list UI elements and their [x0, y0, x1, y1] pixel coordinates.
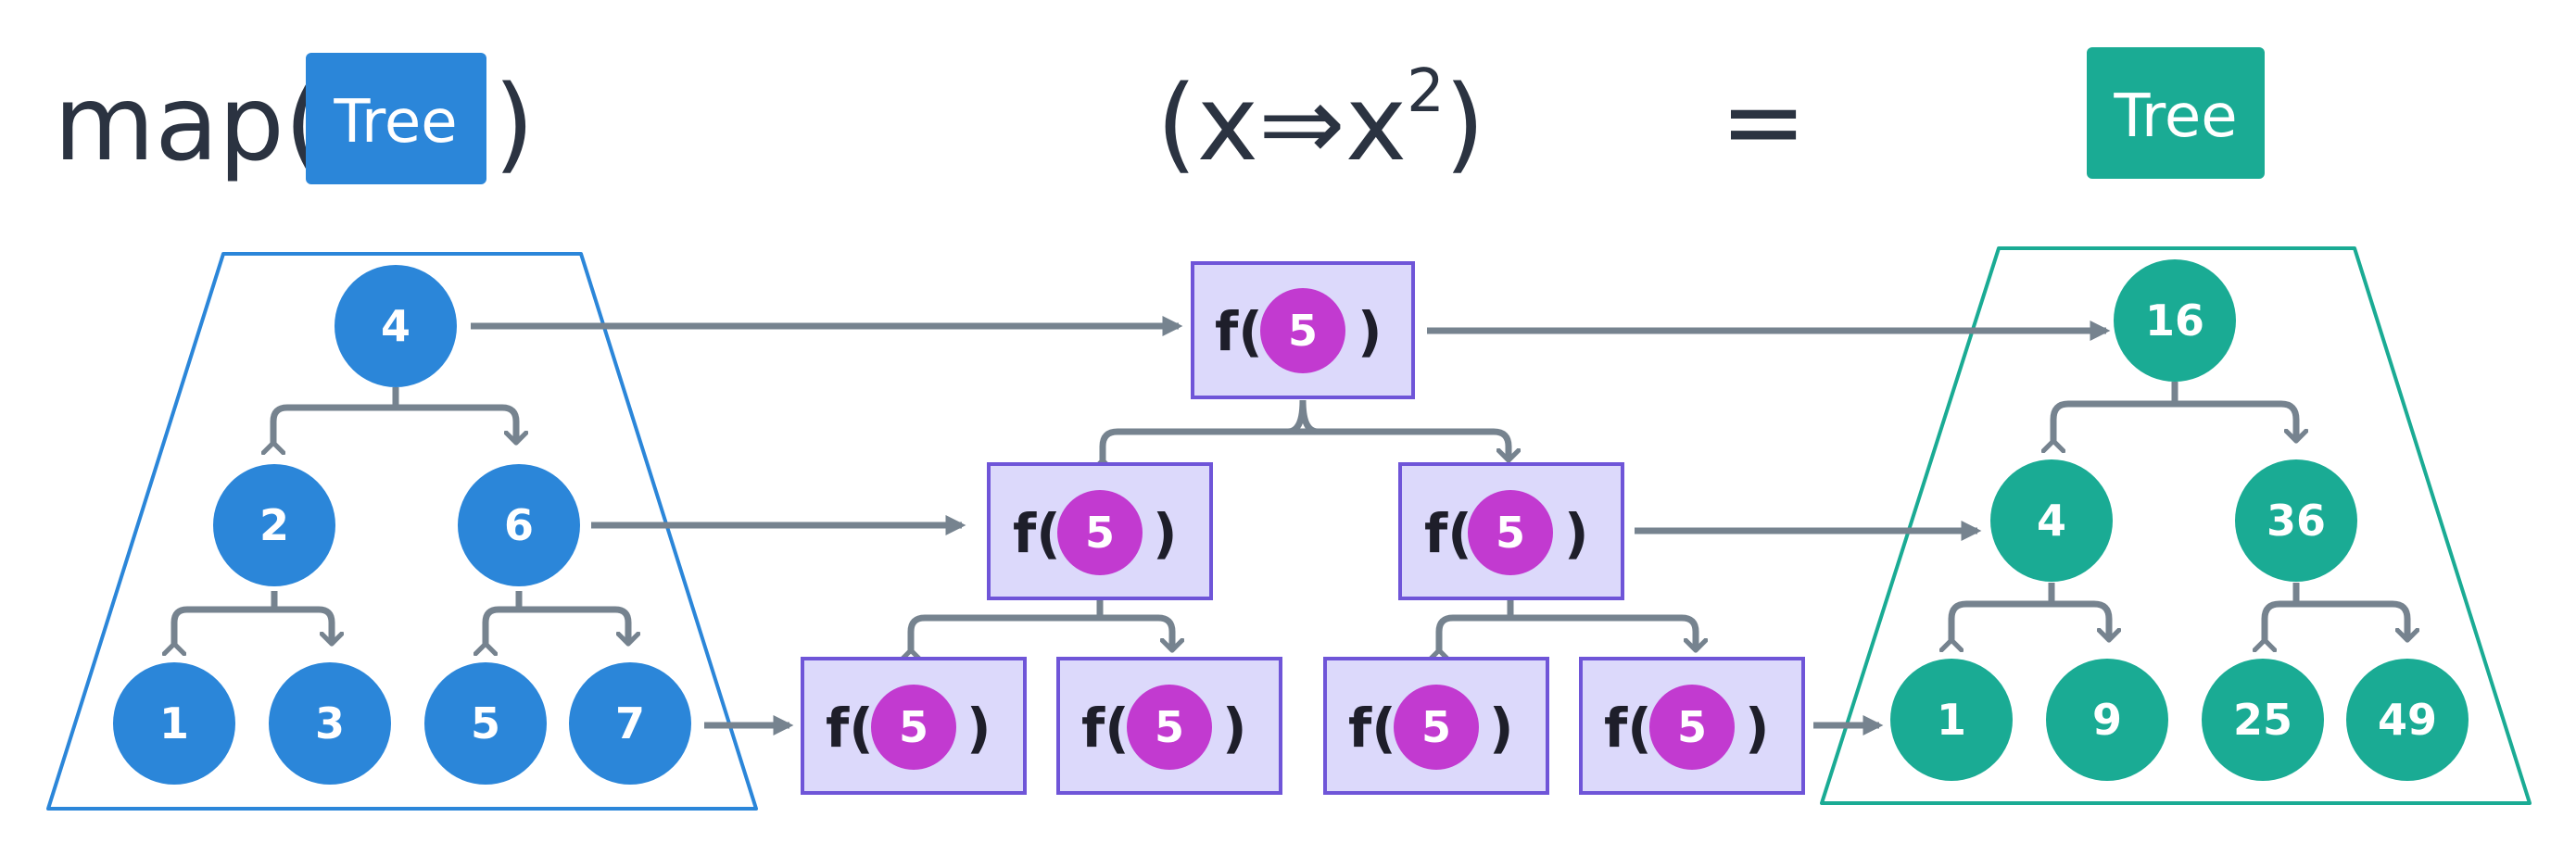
- lambda-body: (x⇒x: [1156, 64, 1407, 184]
- input-node-leaf: [113, 662, 235, 785]
- func-prefix: f(: [1215, 300, 1263, 363]
- output-node-leaf: [2046, 659, 2168, 781]
- func-arg-circle: [1649, 685, 1735, 770]
- func-prefix: f(: [826, 697, 874, 760]
- map-label: map(: [54, 64, 325, 184]
- func-suffix: ): [1357, 300, 1383, 363]
- func-prefix: f(: [1604, 697, 1652, 760]
- input-node-leaf-label: 5: [471, 698, 500, 748]
- func-box-root: [1191, 261, 1415, 399]
- input-node-leaf: [269, 662, 391, 785]
- input-node-root: [335, 265, 457, 387]
- input-node-level2-label: 6: [504, 500, 534, 550]
- func-suffix: ): [1222, 697, 1247, 760]
- input-tree-tag-label: Tree: [333, 88, 457, 157]
- func-suffix: ): [1153, 502, 1178, 565]
- func-arg: 5: [1677, 702, 1707, 752]
- func-arg-circle: [1394, 685, 1479, 770]
- lambda-exponent: 2: [1407, 57, 1445, 126]
- lambda-expression: (x⇒x2): [1156, 57, 1485, 184]
- output-node-leaf-label: 9: [2092, 695, 2122, 745]
- func-arg-circle: [1260, 288, 1345, 373]
- func-arg-circle: [1127, 685, 1212, 770]
- input-branch-right: [486, 606, 628, 644]
- output-node-leaf-label: 25: [2233, 695, 2292, 745]
- output-node-leaf: [1890, 659, 2013, 781]
- input-node-root-label: 4: [381, 301, 410, 351]
- input-node-leaf-label: 1: [159, 698, 189, 748]
- func-suffix: ): [1489, 697, 1514, 760]
- func-prefix: f(: [1013, 502, 1061, 565]
- equals-sign: =: [1720, 62, 1807, 182]
- output-node-root: [2114, 259, 2236, 382]
- input-node-leaf: [424, 662, 547, 785]
- input-node-leaf: [569, 662, 691, 785]
- output-node-leaf-label: 1: [1937, 695, 1966, 745]
- func-arg: 5: [1155, 702, 1184, 752]
- output-node-level2: [1990, 459, 2113, 582]
- func-arg: 5: [1288, 306, 1318, 356]
- output-node-leaf-label: 49: [2378, 695, 2437, 745]
- func-branch-root-stem: [1287, 399, 1319, 435]
- output-branch-root: [2053, 400, 2296, 441]
- func-branch-left: [911, 614, 1172, 650]
- input-node-leaf-label: 3: [315, 698, 345, 748]
- func-arg: 5: [1421, 702, 1451, 752]
- output-node-level2-label: 36: [2267, 496, 2326, 546]
- func-prefix: f(: [1424, 502, 1472, 565]
- output-node-root-label: 16: [2145, 295, 2204, 346]
- func-suffix: ): [1564, 502, 1589, 565]
- func-suffix: ): [1745, 697, 1770, 760]
- output-branch-left: [1951, 600, 2109, 640]
- func-arg-circle: [1057, 490, 1143, 575]
- func-suffix: ): [966, 697, 991, 760]
- input-branch-left: [174, 606, 332, 644]
- lambda-close-paren: ): [1445, 64, 1485, 184]
- func-arg-circle: [871, 685, 956, 770]
- func-arg: 5: [899, 702, 928, 752]
- func-branch-root: [1103, 428, 1509, 460]
- func-prefix: f(: [1348, 697, 1396, 760]
- func-branch-right: [1439, 614, 1696, 650]
- input-node-leaf-label: 7: [615, 698, 645, 748]
- func-prefix: f(: [1081, 697, 1130, 760]
- output-node-level2-label: 4: [2037, 496, 2066, 546]
- input-branch-root: [273, 404, 516, 443]
- input-tree-outline: [46, 252, 758, 811]
- output-node-level2: [2235, 459, 2357, 582]
- output-node-leaf: [2346, 659, 2469, 781]
- input-node-level2: [213, 464, 335, 586]
- map-close-paren: ): [494, 64, 535, 184]
- output-tree-tag: [2087, 47, 2265, 179]
- func-arg: 5: [1496, 508, 1525, 558]
- output-tree-outline: [1820, 246, 2532, 805]
- output-node-leaf: [2202, 659, 2324, 781]
- input-tree-tag: [306, 53, 486, 184]
- output-branch-right: [2265, 600, 2407, 640]
- input-node-level2: [458, 464, 580, 586]
- func-arg-circle: [1468, 490, 1553, 575]
- output-tree-tag-label: Tree: [2113, 82, 2237, 151]
- input-node-level2-label: 2: [259, 500, 289, 550]
- func-arg: 5: [1085, 508, 1115, 558]
